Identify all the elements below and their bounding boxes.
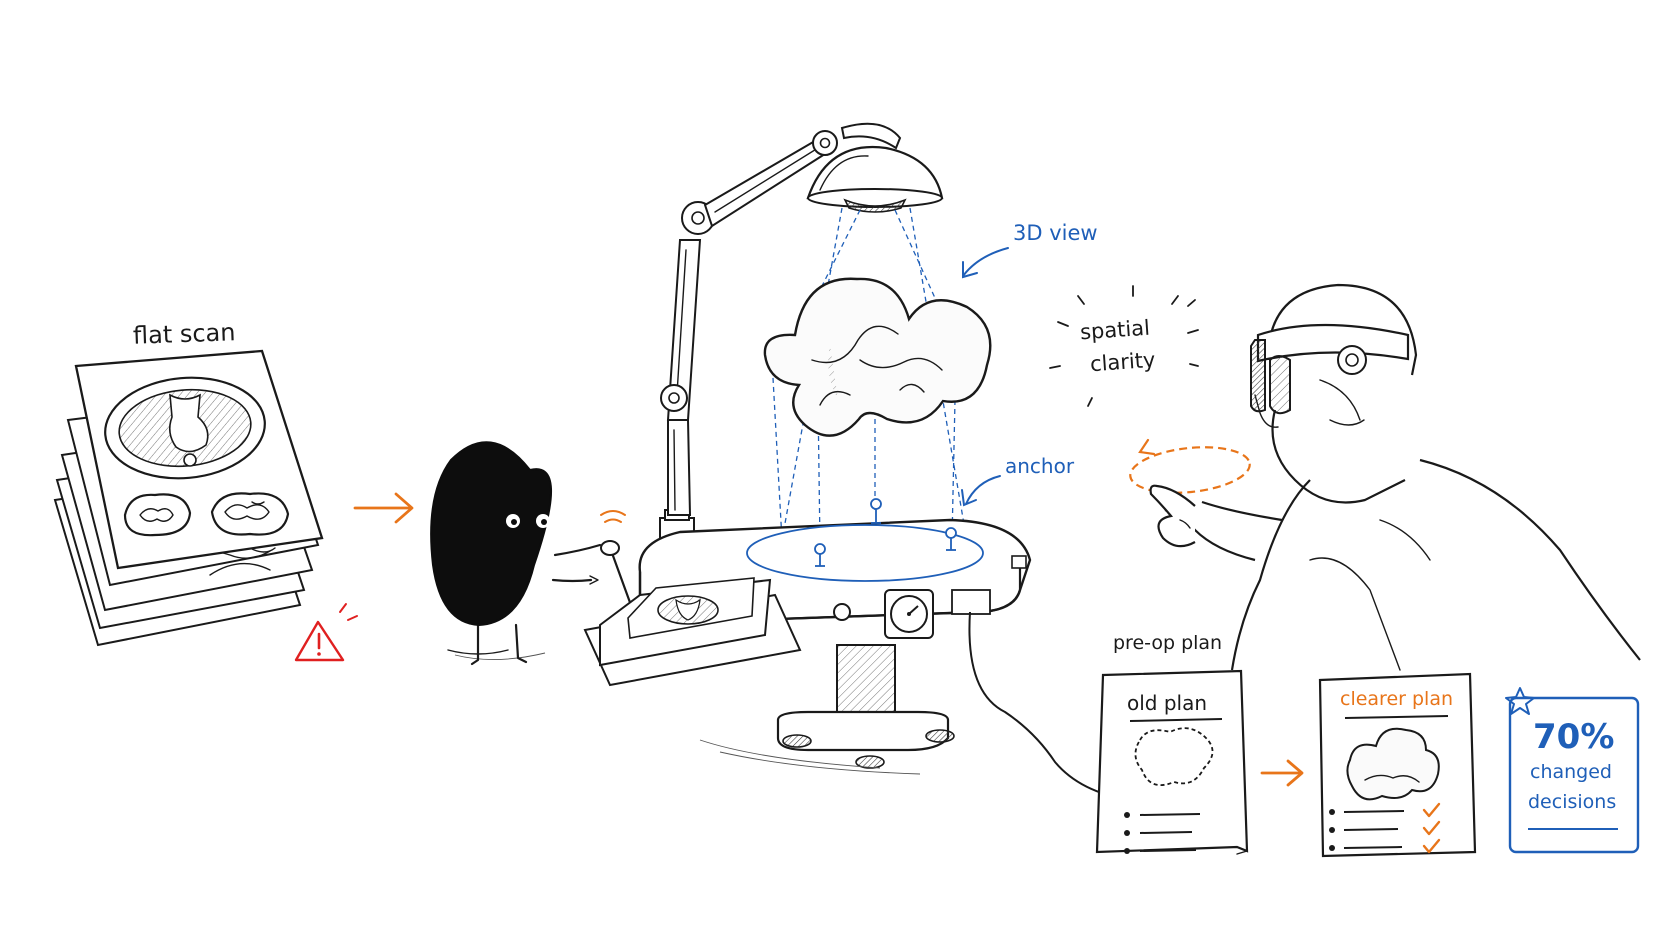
star-icon <box>1505 687 1535 715</box>
anchor-label: anchor <box>1005 454 1075 478</box>
blob-character <box>430 441 602 666</box>
anchor-pin-icon <box>814 498 957 567</box>
old-plan-card <box>1095 669 1249 855</box>
right-arrow-icon <box>1260 759 1304 787</box>
joystick-control <box>600 510 634 610</box>
clearer-plan-card <box>1318 672 1477 858</box>
clearer-plan-title: clearer plan <box>1340 688 1454 710</box>
warning-triangle-icon <box>294 603 358 662</box>
old-plan-bullets <box>1124 812 1201 854</box>
right-arrow-icon <box>353 492 414 524</box>
flat-scan-label: flat scan <box>132 318 236 350</box>
projection-table <box>583 498 1032 775</box>
chest-ct-slice-icon <box>104 376 266 480</box>
gauge-dial-icon <box>884 589 934 639</box>
spatial-clarity-rays <box>1049 285 1199 407</box>
stat-line-1: changed <box>1530 761 1612 783</box>
spatial-clarity-line-2: clarity <box>1089 347 1157 377</box>
surgeon-with-headset <box>1149 283 1641 671</box>
stat-line-2: decisions <box>1528 791 1617 813</box>
checkmark-icon <box>1422 802 1441 854</box>
3d-view-label: 3D view <box>1013 221 1098 245</box>
scan-sheet-front <box>74 349 324 570</box>
clearer-plan-bullets <box>1329 809 1405 851</box>
flat-scan-stack <box>53 349 324 647</box>
pre-op-plan-label: pre-op plan <box>1113 632 1223 654</box>
stat-box <box>1508 696 1640 854</box>
old-plan-title: old plan <box>1127 691 1208 715</box>
3d-anatomy-model <box>763 277 992 437</box>
spatial-clarity-line-1: spatial <box>1079 315 1151 345</box>
kidney-slice-right-icon <box>210 492 290 536</box>
gesture-rotate-icon <box>1129 438 1251 494</box>
kidney-slice-left-icon <box>123 493 192 537</box>
cable <box>968 611 1131 801</box>
stat-value: 70% <box>1533 717 1615 757</box>
annotation-arrows <box>961 247 1009 507</box>
